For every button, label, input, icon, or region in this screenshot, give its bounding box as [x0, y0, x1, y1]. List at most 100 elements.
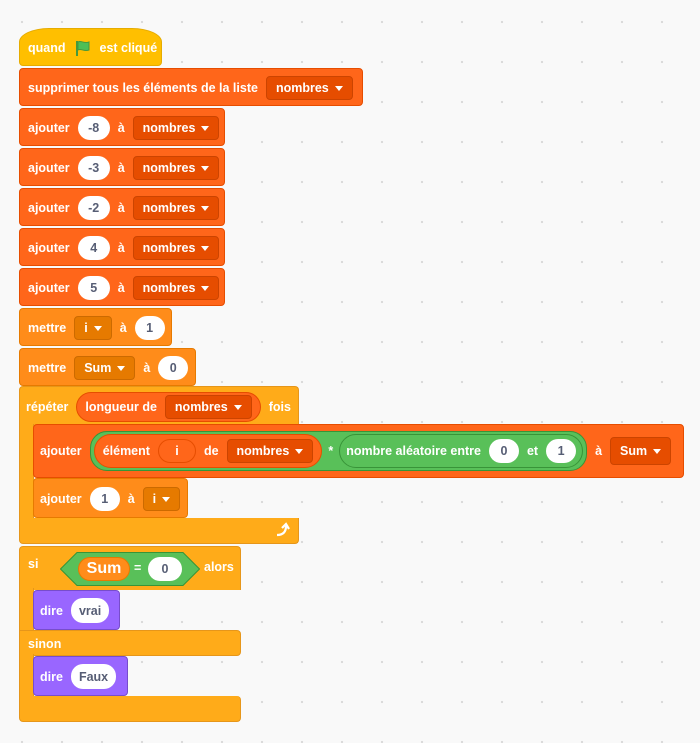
length-label: longueur de: [85, 400, 157, 414]
say-block[interactable]: dire Faux: [33, 656, 128, 696]
say-block[interactable]: dire vrai: [33, 590, 120, 630]
add-to-list-block[interactable]: ajouter 4 à nombres: [19, 228, 225, 266]
add-verb: ajouter: [28, 241, 70, 255]
list-dropdown[interactable]: nombres: [132, 156, 220, 180]
list-dropdown[interactable]: nombres: [132, 276, 220, 300]
repeat-verb: répéter: [26, 400, 69, 414]
add-to-list-block[interactable]: ajouter 5 à nombres: [19, 268, 225, 306]
value-input[interactable]: -3: [77, 156, 110, 180]
add-verb: ajouter: [28, 121, 70, 135]
else-block-arm: [19, 654, 34, 698]
list-dropdown[interactable]: nombres: [164, 395, 252, 419]
if-block-arm: [19, 588, 34, 632]
change-verb: ajouter: [40, 492, 82, 506]
hat-suffix: est cliqué: [99, 41, 158, 55]
to-label: à: [117, 281, 125, 295]
chevron-down-icon: [201, 165, 210, 171]
item-of-list-reporter[interactable]: élément i de nombres: [93, 434, 323, 468]
random-from-input[interactable]: 0: [488, 439, 519, 463]
sum-variable-reporter[interactable]: Sum: [78, 557, 130, 581]
value-input[interactable]: 5: [77, 276, 110, 300]
chevron-down-icon: [653, 448, 662, 454]
else-label: sinon: [28, 637, 62, 651]
delete-all-of-list-block[interactable]: supprimer tous les éléments de la liste …: [19, 68, 363, 106]
add-to-list-block[interactable]: ajouter -3 à nombres: [19, 148, 225, 186]
to-label: à: [117, 201, 125, 215]
value-input[interactable]: 4: [77, 236, 110, 260]
add-to-list-block[interactable]: ajouter -2 à nombres: [19, 188, 225, 226]
chevron-down-icon: [334, 85, 343, 91]
if-label: si: [28, 557, 39, 571]
green-flag-icon: [74, 39, 92, 57]
hat-prefix: quand: [28, 41, 66, 55]
add-verb: ajouter: [28, 201, 70, 215]
compare-value-input[interactable]: 0: [148, 557, 182, 581]
set-verb: mettre: [28, 321, 67, 335]
change-variable-block[interactable]: ajouter 1 à i: [33, 478, 188, 518]
to-label: à: [143, 361, 151, 375]
add-verb: ajouter: [28, 161, 70, 175]
to-label: à: [117, 161, 125, 175]
value-input[interactable]: 1: [134, 316, 165, 340]
then-label: alors: [204, 560, 234, 574]
value-input[interactable]: 0: [158, 356, 189, 380]
say-verb: dire: [40, 669, 63, 684]
value-input[interactable]: -2: [77, 196, 110, 220]
loop-arrow-icon: [274, 522, 290, 538]
of-label: de: [203, 444, 219, 458]
add-verb: ajouter: [40, 444, 82, 458]
to-label: à: [117, 121, 125, 135]
set-variable-block[interactable]: mettre Sum à 0: [19, 348, 196, 386]
set-variable-block[interactable]: mettre i à 1: [19, 308, 172, 346]
value-input[interactable]: 1: [89, 487, 120, 511]
and-label: et: [526, 444, 539, 458]
equals-symbol: =: [134, 561, 142, 575]
random-number-reporter[interactable]: nombre aléatoire entre 0 et 1: [339, 434, 584, 468]
message-input[interactable]: vrai: [70, 598, 110, 623]
list-length-reporter[interactable]: longueur de nombres: [76, 392, 261, 422]
set-verb: mettre: [28, 361, 67, 375]
repeat-block-footer: [19, 518, 299, 544]
add-to-list-block[interactable]: ajouter -8 à nombres: [19, 108, 225, 146]
chevron-down-icon: [233, 404, 242, 410]
to-label: à: [117, 241, 125, 255]
if-else-block-header[interactable]: si Sum = 0 alors: [19, 546, 241, 590]
random-to-input[interactable]: 1: [546, 439, 577, 463]
list-dropdown[interactable]: nombres: [226, 439, 314, 463]
delete-all-label: supprimer tous les éléments de la liste: [28, 81, 258, 95]
variable-dropdown[interactable]: Sum: [74, 356, 136, 380]
message-input[interactable]: Faux: [70, 664, 117, 689]
equals-operator[interactable]: Sum = 0: [60, 552, 200, 586]
add-to-list-block[interactable]: ajouter élément i de nombres * nombre al…: [33, 424, 684, 478]
add-verb: ajouter: [28, 281, 70, 295]
list-dropdown[interactable]: nombres: [132, 236, 220, 260]
index-variable-reporter[interactable]: i: [157, 439, 196, 463]
to-label: à: [127, 492, 135, 506]
chevron-down-icon: [201, 245, 210, 251]
list-dropdown[interactable]: nombres: [132, 196, 220, 220]
variable-dropdown[interactable]: i: [74, 316, 112, 340]
random-label: nombre aléatoire entre: [346, 444, 481, 458]
repeat-block-header[interactable]: répéter longueur de nombres fois: [19, 386, 299, 426]
chevron-down-icon: [201, 285, 210, 291]
chevron-down-icon: [117, 365, 126, 371]
value-input[interactable]: -8: [77, 116, 110, 140]
list-dropdown[interactable]: nombres: [132, 116, 220, 140]
say-verb: dire: [40, 603, 63, 618]
chevron-down-icon: [201, 125, 210, 131]
chevron-down-icon: [295, 448, 304, 454]
chevron-down-icon: [201, 205, 210, 211]
else-section[interactable]: sinon: [19, 630, 241, 656]
to-label: à: [595, 444, 603, 458]
multiply-operator[interactable]: élément i de nombres * nombre aléatoire …: [89, 431, 588, 471]
times-label: fois: [268, 400, 291, 414]
to-label: à: [119, 321, 127, 335]
list-dropdown[interactable]: nombres: [265, 76, 353, 100]
multiply-symbol: *: [328, 444, 334, 458]
chevron-down-icon: [93, 325, 102, 331]
item-label: élément: [102, 444, 150, 458]
repeat-block-arm: [19, 424, 34, 520]
list-dropdown[interactable]: Sum: [610, 437, 672, 465]
when-flag-clicked-block[interactable]: quand est cliqué: [19, 28, 162, 66]
variable-dropdown[interactable]: i: [142, 487, 181, 511]
